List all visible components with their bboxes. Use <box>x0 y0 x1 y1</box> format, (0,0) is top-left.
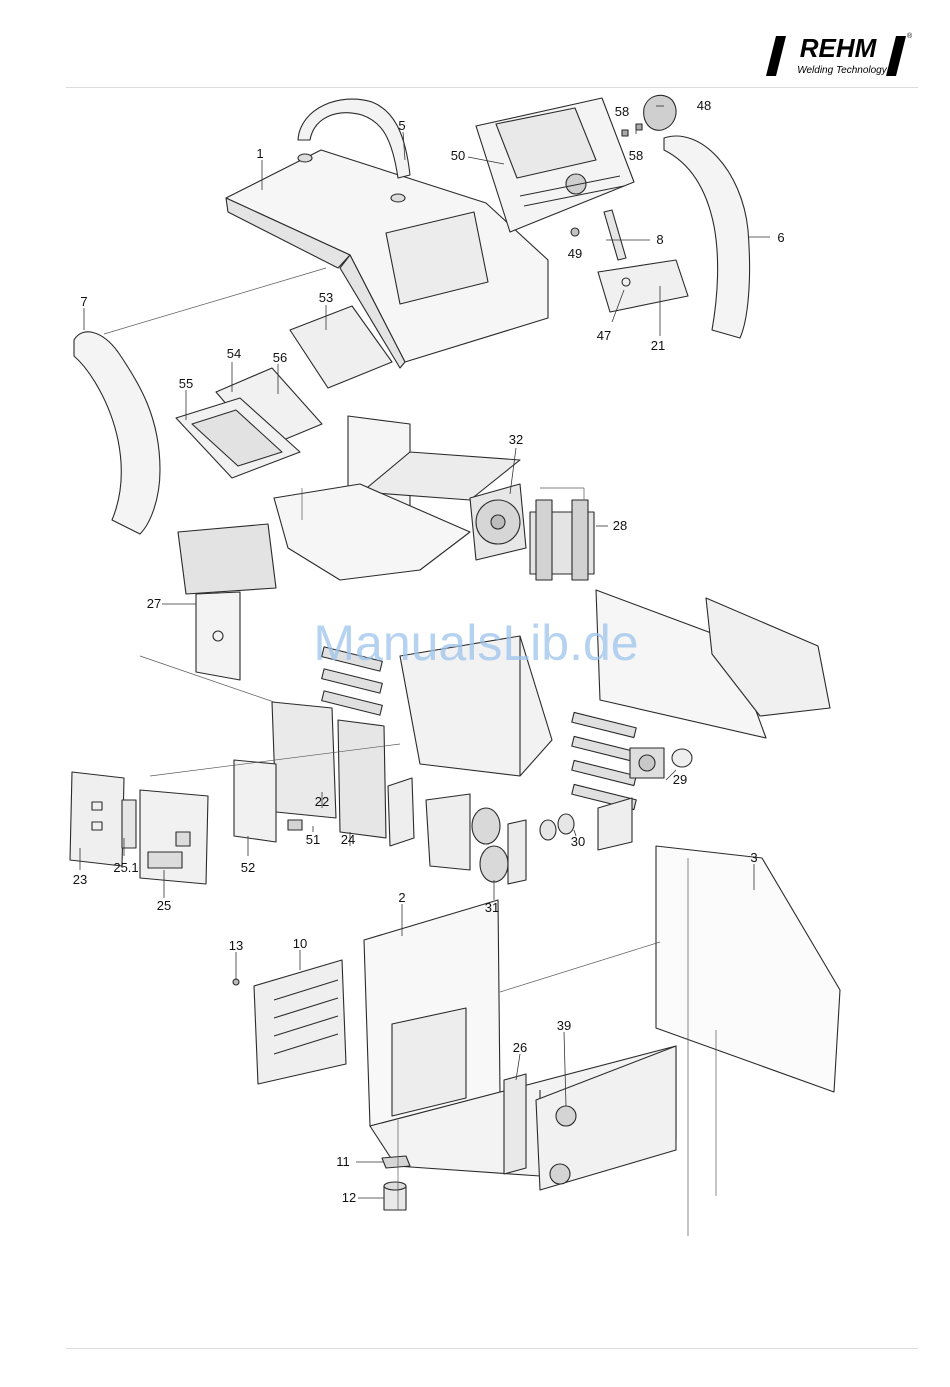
part-label-28: 28 <box>613 518 627 533</box>
power-board-part <box>140 790 208 884</box>
vent-grille-part <box>254 960 346 1084</box>
diode-module-part <box>338 720 386 838</box>
part-label-12: 12 <box>342 1190 356 1205</box>
part-label-48: 48 <box>697 98 711 113</box>
part-label-58-upper: 58 <box>615 104 629 119</box>
part-label-55: 55 <box>179 376 193 391</box>
foot-part <box>384 1182 406 1210</box>
encoder-knob-part <box>571 228 579 236</box>
part-label-8: 8 <box>656 232 663 247</box>
part-label-3: 3 <box>750 850 757 865</box>
part-label-25: 25 <box>157 898 171 913</box>
part-label-39: 39 <box>557 1018 571 1033</box>
part-label-27: 27 <box>147 596 161 611</box>
watermark-text: ManualsLib.de <box>313 615 638 671</box>
part-label-32: 32 <box>509 432 523 447</box>
clip-51-part <box>288 820 302 830</box>
part-label-2: 2 <box>398 890 405 905</box>
ribbon-cable-part <box>604 210 626 260</box>
part-label-7: 7 <box>80 294 87 309</box>
transformer-part <box>530 500 594 580</box>
part-label-58-lower: 58 <box>629 148 643 163</box>
part-label-54: 54 <box>227 346 241 361</box>
part-label-11: 11 <box>336 1154 350 1169</box>
part-label-52: 52 <box>241 860 255 875</box>
busbar-right-part <box>572 712 637 809</box>
cooling-fan-part <box>470 484 526 560</box>
part-label-6: 6 <box>777 230 784 245</box>
control-board-23-part <box>70 772 124 866</box>
part-label-47: 47 <box>597 328 611 343</box>
right-handle-part <box>664 136 750 338</box>
front-panel-part <box>364 900 500 1126</box>
part-label-53: 53 <box>319 290 333 305</box>
part-label-51: 51 <box>306 832 320 847</box>
side-panel-part <box>656 846 840 1092</box>
toroid-core-part <box>540 814 574 840</box>
part-label-49: 49 <box>568 246 582 261</box>
left-handle-part <box>74 332 160 534</box>
part-label-5: 5 <box>398 118 405 133</box>
bracket-plate-part <box>504 1074 526 1174</box>
part-label-23: 23 <box>73 872 87 887</box>
part-label-31: 31 <box>485 900 499 915</box>
cable-clip-part <box>382 1156 410 1168</box>
part-label-29: 29 <box>673 772 687 787</box>
part-label-13: 13 <box>229 938 243 953</box>
part-label-10: 10 <box>293 936 307 951</box>
part-label-56: 56 <box>273 350 287 365</box>
part-label-26: 26 <box>513 1040 527 1055</box>
part-label-1: 1 <box>256 146 263 161</box>
part-label-21: 21 <box>651 338 665 353</box>
choke-assembly-part <box>426 794 526 884</box>
part-label-30: 30 <box>571 834 585 849</box>
part-label-22: 22 <box>315 794 329 809</box>
pcb-52-part <box>234 760 276 842</box>
part-label-25-1: 25.1 <box>113 860 138 875</box>
control-board-part <box>598 260 688 312</box>
knob-part <box>622 95 676 136</box>
part-label-50: 50 <box>451 148 465 163</box>
heatsink-bracket-part <box>178 524 276 680</box>
part-label-24: 24 <box>341 832 355 847</box>
